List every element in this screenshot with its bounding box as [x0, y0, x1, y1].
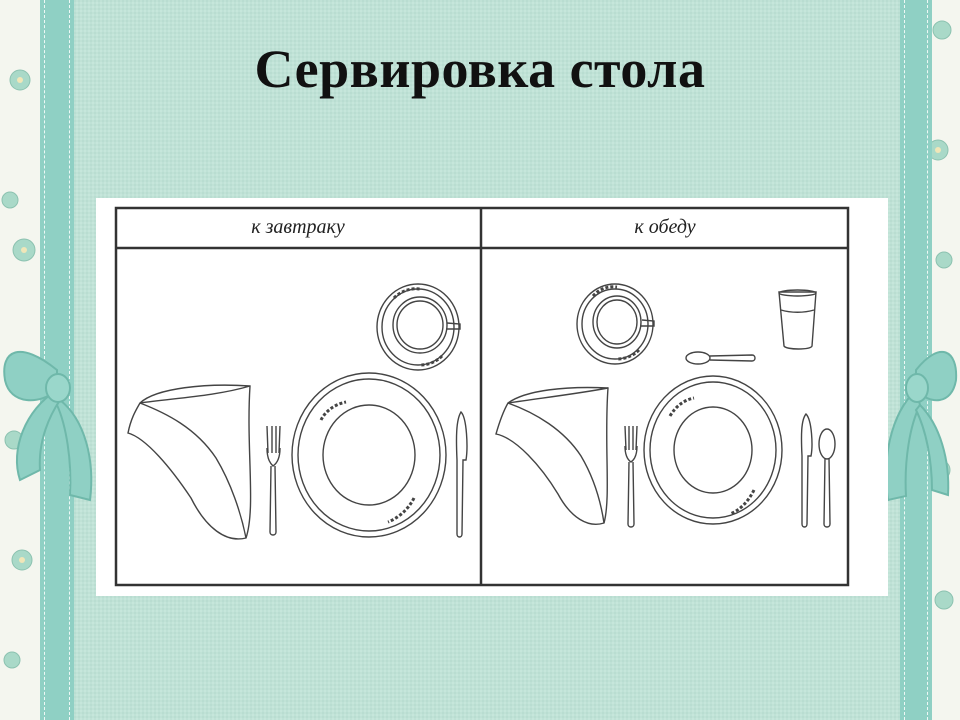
napkin-icon	[127, 384, 252, 540]
fork-icon	[624, 425, 638, 528]
glass-icon	[778, 289, 817, 350]
napkin-icon	[495, 386, 609, 525]
lunch-setting	[495, 283, 836, 528]
bow-left-icon	[3, 351, 93, 502]
fork-icon	[266, 425, 281, 536]
teaspoon-icon	[685, 351, 756, 365]
flower-pattern-left-icon	[1, 69, 36, 669]
column-header-breakfast: к завтраку	[251, 216, 345, 238]
column-header-lunch: к обеду	[634, 216, 696, 238]
cup-and-saucer-icon	[576, 283, 655, 365]
breakfast-setting	[127, 283, 468, 540]
slide-title: Сервировка стола	[254, 39, 706, 99]
dinner-plate-icon	[643, 375, 783, 525]
knife-icon	[800, 412, 813, 528]
dinner-plate-icon	[291, 372, 447, 538]
knife-icon	[455, 410, 468, 538]
table-setting-diagram: к завтраку к обеду	[96, 198, 888, 596]
diagram-drawing	[114, 206, 850, 587]
bow-right-icon	[885, 350, 958, 502]
spoon-icon	[818, 428, 836, 528]
diagram-frame	[114, 206, 850, 587]
cup-and-saucer-icon	[376, 283, 461, 371]
